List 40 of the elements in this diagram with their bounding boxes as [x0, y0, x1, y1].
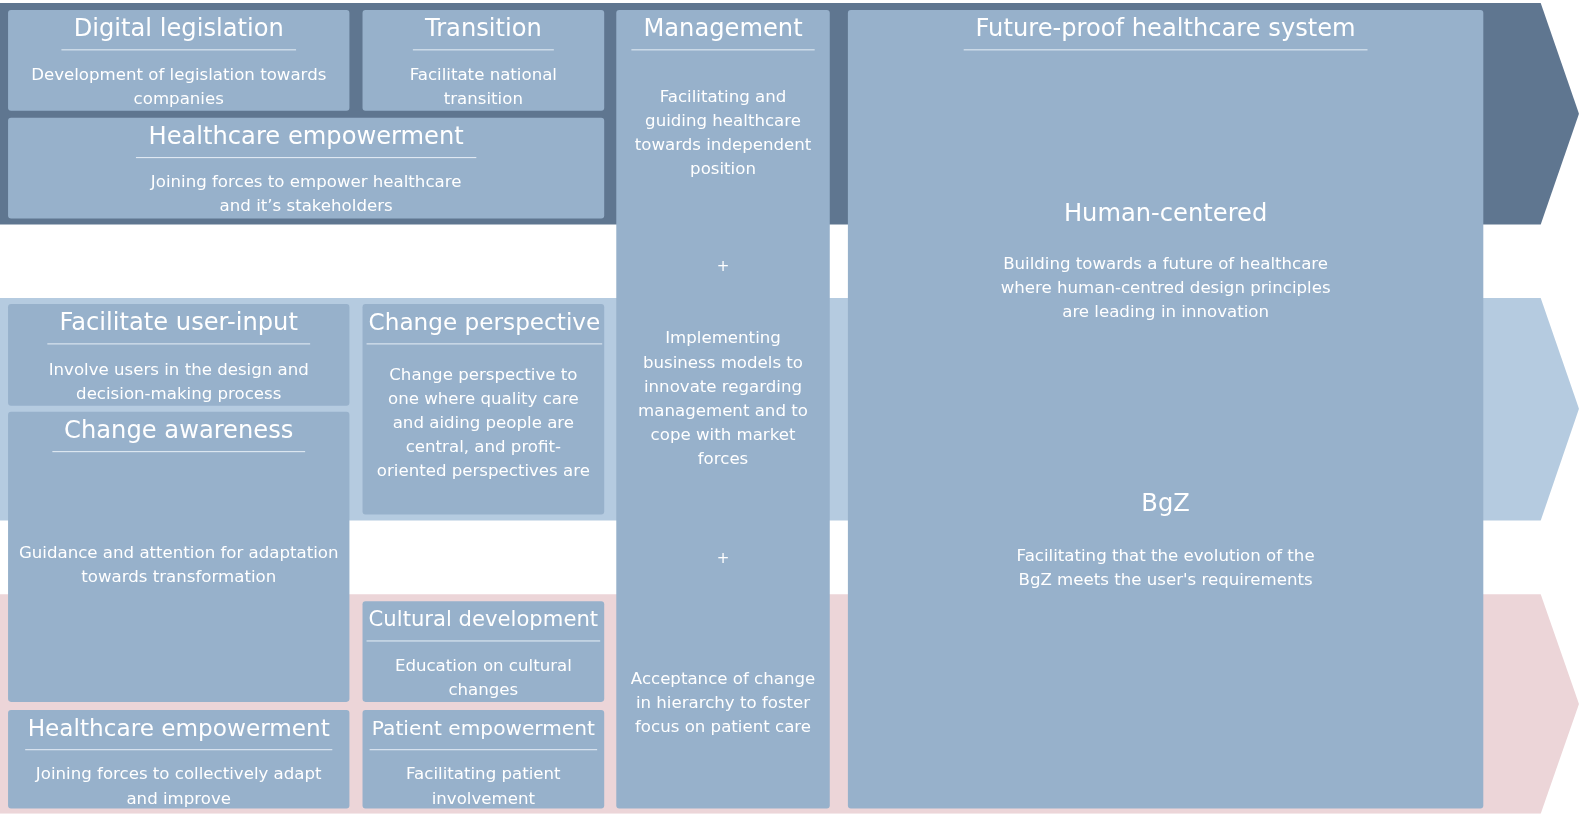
box-title: Digital legislation: [61, 13, 296, 51]
plus-sign: +: [716, 547, 730, 569]
box-text: Acceptance of change in hierarchy to foster focus on patient care: [629, 667, 817, 739]
box-text: Building towards a future of healthcare where human-centred design principles are leading in innovation: [999, 252, 1332, 324]
box-text: Development of legislation towards companies: [30, 63, 328, 110]
box-title: Healthcare empowerment: [25, 712, 332, 751]
strategy-card: [8, 411, 350, 702]
strategy-card: [8, 304, 350, 406]
box-text: Facilitating patient involvement: [405, 763, 562, 810]
box-title: Future-proof healthcare system: [963, 13, 1368, 51]
box-text: Change perspective to one where quality care and aiding people are central, and profit-oriented perspectives are: [376, 363, 591, 483]
box-title: Patient empowerment: [369, 712, 597, 751]
plus-sign: +: [716, 255, 730, 277]
box-text: Facilitating and guiding healthcare towards independent position: [633, 85, 813, 181]
box-text: Joining forces to empower healthcare and it’s stakeholders: [149, 171, 463, 218]
strategy-card: [616, 10, 830, 809]
box-text: Facilitate national transition: [408, 63, 558, 110]
strategy-card: [362, 304, 605, 515]
box-text: Guidance and attention for adaptation towards transformation: [17, 541, 340, 589]
strategy-card: [8, 10, 350, 111]
section-heading: Human-centered: [1062, 197, 1269, 229]
strategy-card: [8, 709, 350, 809]
box-title: Cultural development: [366, 604, 601, 642]
strategy-card: [362, 601, 605, 702]
strategy-card: [362, 10, 605, 111]
box-text: Education on cultural changes: [393, 654, 573, 701]
box-text: Facilitating that the evolution of the BgZ meets the user's requirements: [1015, 544, 1316, 592]
box-title: Change awareness: [52, 414, 306, 453]
box-title: Transition: [412, 13, 554, 51]
strategy-card: [362, 709, 605, 809]
box-text: Implementing business models to innovate regarding management and to cope with market forces: [637, 327, 809, 471]
box-text: Involve users in the design and decision-making process: [47, 358, 310, 405]
section-heading: BgZ: [1140, 487, 1191, 519]
box-title: Facilitate user-input: [47, 307, 310, 345]
strategy-card: [8, 117, 605, 219]
box-title: Change perspective: [366, 307, 603, 345]
box-title: Healthcare empowerment: [136, 120, 476, 159]
box-title: Management: [631, 13, 815, 51]
strategy-card: [847, 10, 1484, 809]
box-text: Joining forces to collectively adapt and improve: [34, 763, 323, 810]
